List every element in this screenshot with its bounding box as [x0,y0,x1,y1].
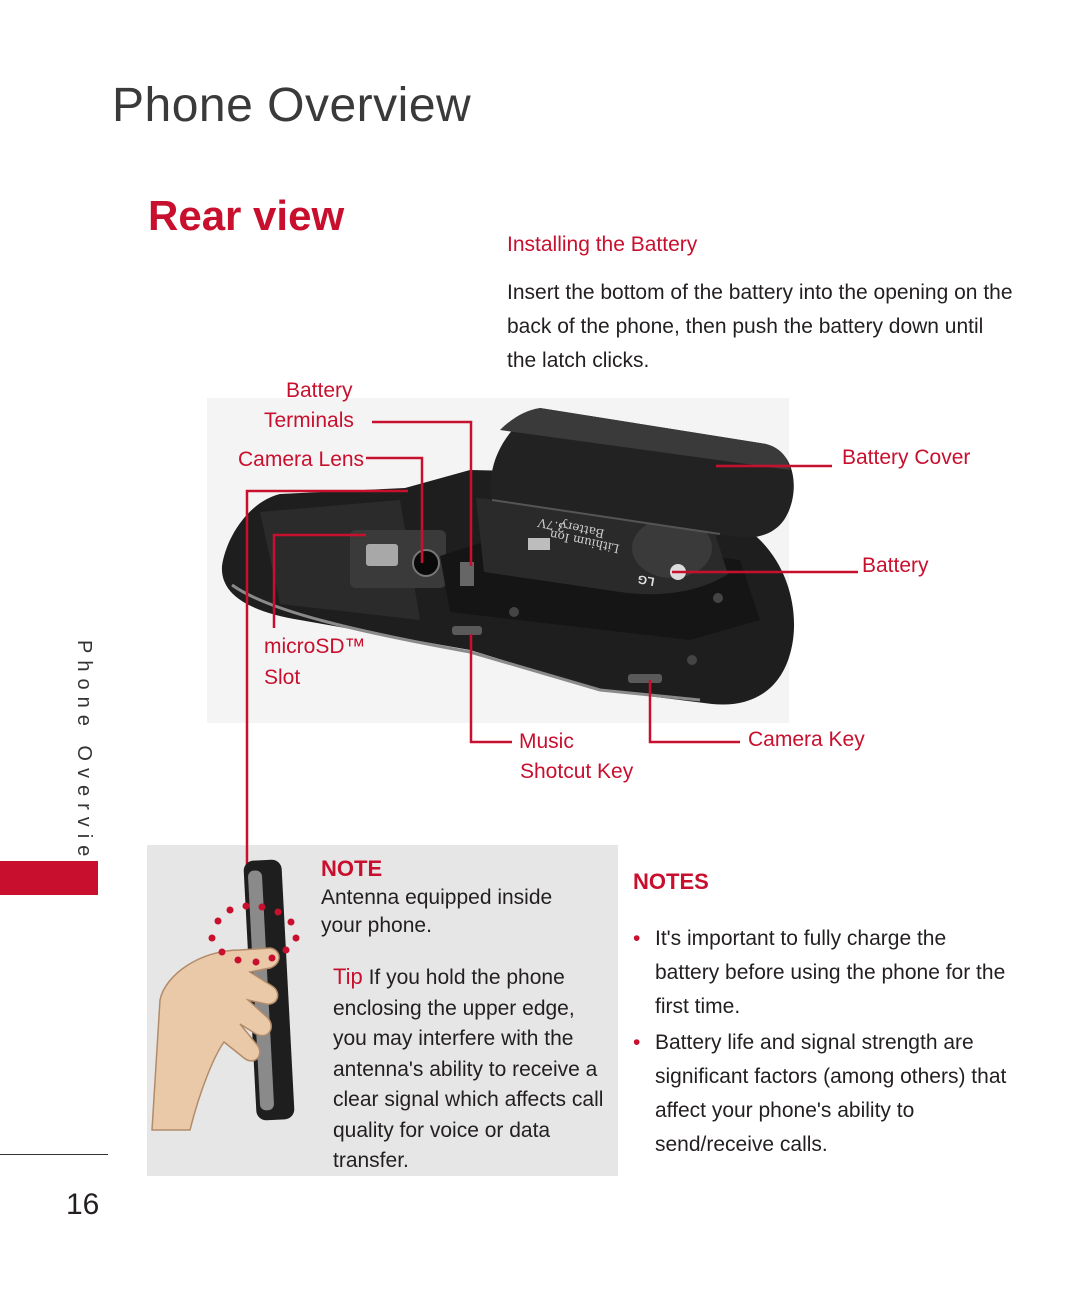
callout-microsd-line2: Slot [264,666,301,689]
battery-label-sticker [528,538,550,550]
camera-key [628,674,662,683]
tip-paragraph: Tip If you hold the phone enclosing the … [333,962,608,1177]
notes-list-item: • Battery life and signal strength are s… [633,1026,1013,1162]
tip-body: If you hold the phone enclosing the uppe… [333,966,604,1172]
callout-music-line2: Shotcut Key [520,760,634,783]
notes-item-text: Battery life and signal strength are sig… [655,1031,1007,1156]
callout-camera-key: Camera Key [748,728,865,751]
callout-battery-cover: Battery Cover [842,446,971,469]
callout-battery-terminals-line2: Terminals [264,409,354,432]
note-body: Antenna equipped inside your phone. [321,886,553,937]
note-heading: NOTE [321,856,383,881]
callout-camera-lens: Camera Lens [238,448,365,471]
flash [366,544,398,566]
page-number: 16 [66,1188,100,1221]
battery-label-brand: LG [637,572,656,589]
phone-body: LG Lithium Ion Battery 3.7V [221,470,795,705]
antenna-location-dots [208,902,300,966]
callout-battery-terminals-line1: Battery [286,379,353,402]
battery-cover [490,408,794,538]
installing-battery-body: Insert the bottom of the battery into th… [507,281,1013,372]
notes-list: • It's important to fully charge the bat… [633,922,1013,1164]
section-tab-marker [0,861,98,895]
battery-terminals [460,562,474,586]
bullet-icon: • [633,1031,641,1054]
camera-lens-glass [412,549,440,577]
music-shortcut-key [452,626,482,635]
notes-item-text: It's important to fully charge the batte… [655,927,1006,1018]
side-running-title: Phone Overview [73,640,95,885]
callout-music-line1: Music [519,730,574,753]
callout-microsd-line1: microSD™ [264,635,366,658]
callout-battery: Battery [862,554,929,577]
hand-holding-phone-illustration [151,859,295,1131]
page-title: Phone Overview [112,79,472,132]
bullet-icon: • [633,927,641,950]
callout-leader-lines [245,420,858,870]
section-title: Rear view [148,192,345,239]
notes-list-item: • It's important to fully charge the bat… [633,922,1013,1024]
installing-battery-heading: Installing the Battery [507,233,698,256]
notes-heading: NOTES [633,869,709,894]
tip-label: Tip [333,964,363,989]
footer-rule [0,1154,108,1155]
battery-label-voltage: 3.7V [536,515,566,535]
